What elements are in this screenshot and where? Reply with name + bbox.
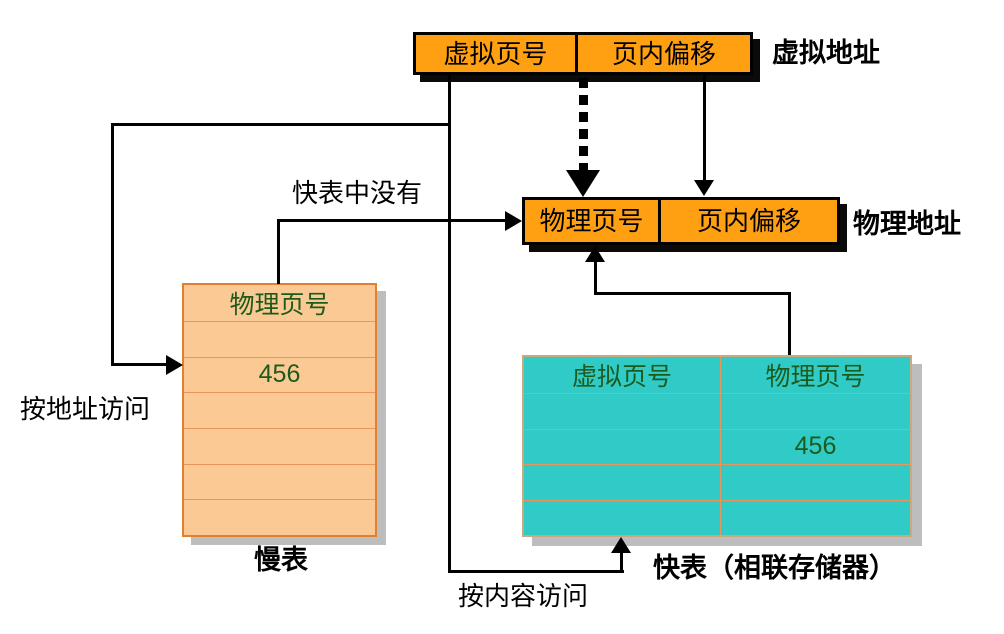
- fast-table-cell: [524, 499, 720, 536]
- connector-slowtable-up: [277, 219, 280, 284]
- physical-page-number-field: 物理页号: [539, 206, 644, 236]
- fast-table-cell: [720, 464, 910, 500]
- fast-table-cell: [524, 428, 720, 465]
- connector-into-fast-table-vertical: [620, 552, 623, 573]
- connector-tlb-hit-horizontal: [594, 292, 791, 295]
- physical-address-label: 物理地址: [853, 209, 961, 239]
- slow-table-row-456: 456: [184, 356, 375, 393]
- arrowhead-into-slow-table: [166, 355, 183, 375]
- slow-table-row: [184, 499, 375, 535]
- slow-table: 物理页号 456: [182, 283, 377, 537]
- connector-left-branch-horizontal: [111, 123, 451, 126]
- virtual-address-label: 虚拟地址: [772, 38, 880, 68]
- fast-table-cell-456: 456: [720, 428, 910, 464]
- connector-miss-horizontal: [277, 219, 506, 222]
- connector-offset-vertical: [703, 75, 706, 181]
- slow-table-row: [184, 392, 375, 428]
- arrowhead-into-fast-table: [611, 537, 631, 553]
- slow-table-row: [184, 321, 375, 357]
- virtual-address-box: 虚拟页号 页内偏移: [413, 32, 753, 75]
- connector-bottom-horizontal: [448, 570, 624, 573]
- virtual-page-number-field: 虚拟页号: [443, 38, 548, 69]
- connector-left-branch-vertical: [111, 123, 114, 366]
- connector-tlb-hit-vertical: [788, 292, 791, 355]
- slow-table-caption: 慢表: [254, 545, 308, 575]
- dashed-translation-line: [579, 78, 588, 171]
- access-by-address-label: 按地址访问: [20, 394, 151, 424]
- arrowhead-dashed-translation: [566, 170, 600, 197]
- arrowhead-tlb-hit: [585, 246, 605, 262]
- connector-tlb-hit-up: [594, 262, 597, 295]
- fast-table-header-physical: 物理页号: [720, 357, 910, 393]
- slow-table-row: [184, 463, 375, 500]
- fast-table-cell: [720, 499, 910, 535]
- page-offset-field-physical: 页内偏移: [658, 200, 837, 242]
- slow-table-header: 物理页号: [229, 291, 330, 319]
- arrowhead-offset: [694, 180, 714, 196]
- fast-table-header-virtual: 虚拟页号: [571, 363, 672, 391]
- fast-table-cell: [720, 393, 910, 429]
- fast-table-cell: [524, 393, 720, 429]
- page-offset-field-virtual: 页内偏移: [575, 35, 750, 72]
- slow-table-row: [184, 428, 375, 464]
- access-by-content-label: 按内容访问: [458, 581, 589, 611]
- arrowhead-into-physical-box: [505, 211, 522, 231]
- fast-table: 虚拟页号 物理页号 456: [522, 355, 912, 537]
- connector-into-slow-table: [111, 363, 169, 366]
- physical-address-box: 物理页号 页内偏移: [522, 197, 840, 245]
- tlb-miss-label: 快表中没有: [292, 178, 423, 208]
- fast-table-caption: 快表（相联存储器）: [653, 553, 896, 583]
- connector-vpn-main-vertical: [448, 75, 451, 572]
- fast-table-cell: [524, 464, 720, 500]
